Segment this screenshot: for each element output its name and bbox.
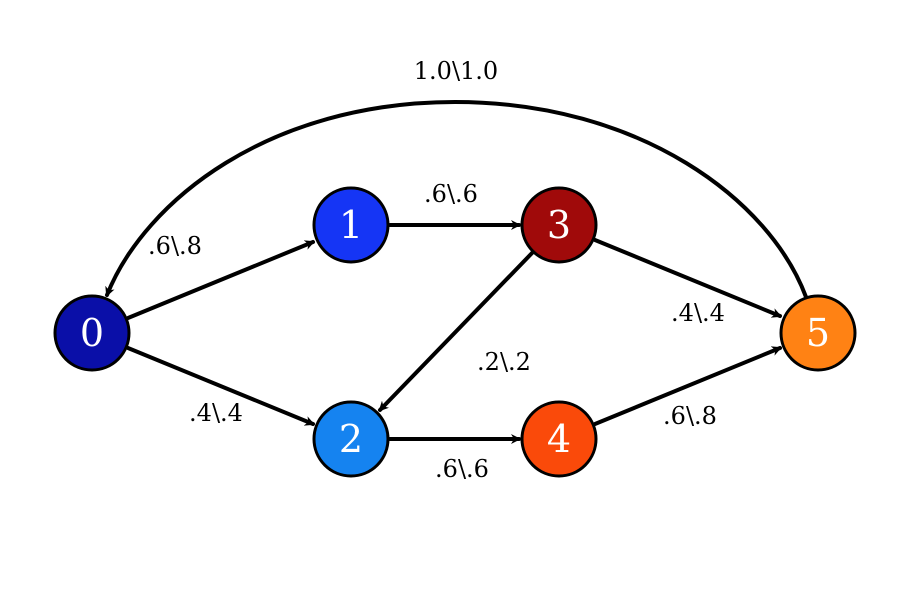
node-3-label: 3: [547, 203, 571, 247]
edge-label-2-4: .6\.6: [435, 455, 489, 483]
node-4: 4: [520, 400, 598, 478]
edge-label-3-2: .2\.2: [477, 348, 531, 376]
node-4-label: 4: [547, 417, 571, 461]
node-4-circle: [520, 400, 598, 478]
node-2: 2: [312, 400, 390, 478]
node-1-label: 1: [339, 203, 363, 247]
node-5-circle: [779, 294, 857, 372]
edge-4-5: [593, 346, 782, 426]
node-0-label: 0: [80, 311, 104, 355]
edge-0-1: [126, 240, 315, 320]
node-0-circle: [53, 294, 131, 372]
node-5: 5: [779, 294, 857, 372]
edge-labels: .6\.8 .4\.4 .6\.6 .2\.2 .6\.6 .4\.4 .6\.…: [148, 57, 725, 483]
edge-3-2: [378, 250, 535, 412]
nodes: 0 1 2 3 4 5: [53, 186, 857, 478]
edge-label-0-2: .4\.4: [189, 399, 243, 427]
edge-label-4-5: .6\.8: [663, 402, 717, 430]
node-2-label: 2: [339, 417, 363, 461]
node-2-circle: [312, 400, 390, 478]
node-3: 3: [520, 186, 598, 264]
node-1: 1: [312, 186, 390, 264]
node-1-circle: [312, 186, 390, 264]
edge-label-5-0: 1.0\1.0: [414, 57, 498, 85]
edge-label-0-1: .6\.8: [148, 232, 202, 260]
node-3-circle: [520, 186, 598, 264]
edge-3-5: [593, 238, 782, 318]
edge-5-0: [105, 99, 808, 299]
node-0: 0: [53, 294, 131, 372]
edges: [105, 99, 808, 444]
edge-label-3-5: .4\.4: [671, 299, 725, 327]
edge-label-1-3: .6\.6: [424, 180, 478, 208]
node-5-label: 5: [806, 311, 830, 355]
edge-0-2: [126, 346, 315, 426]
